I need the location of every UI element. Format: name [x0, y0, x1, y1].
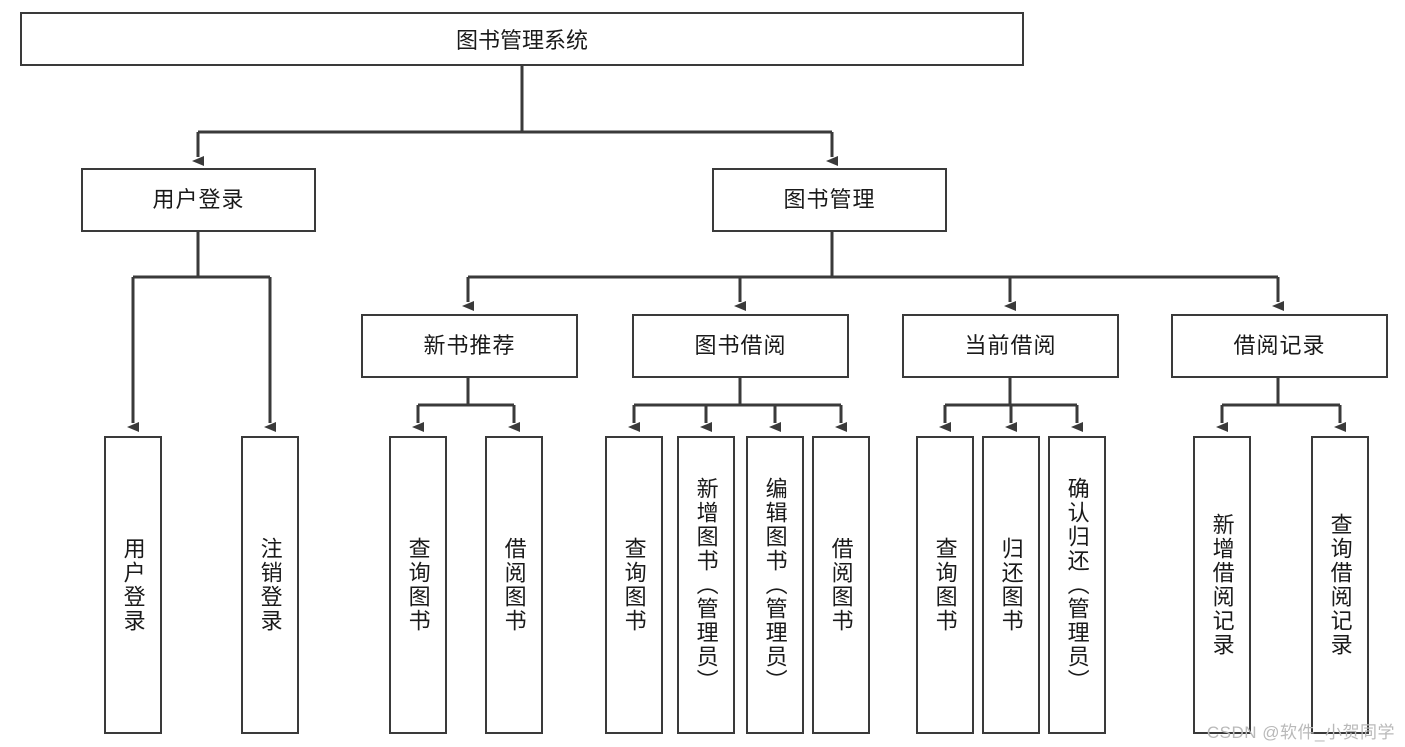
- node-label: 借阅图书: [828, 537, 854, 633]
- leaf-user-login[interactable]: 用户登录: [104, 436, 162, 734]
- node-label: 确认归还（管理员）: [1064, 477, 1090, 693]
- node-label: 新书推荐: [423, 332, 516, 358]
- node-borrow-record[interactable]: 借阅记录: [1171, 314, 1388, 378]
- node-label: 新增图书（管理员）: [693, 477, 719, 693]
- leaf-query-book-recommend[interactable]: 查询图书: [389, 436, 447, 734]
- node-label: 用户登录: [152, 186, 245, 212]
- node-new-book-recommend[interactable]: 新书推荐: [361, 314, 578, 378]
- node-user-login[interactable]: 用户登录: [81, 168, 316, 232]
- node-label: 查询图书: [405, 537, 431, 633]
- leaf-return-book[interactable]: 归还图书: [982, 436, 1040, 734]
- node-label: 借阅记录: [1233, 332, 1326, 358]
- node-label: 编辑图书（管理员）: [762, 477, 788, 693]
- leaf-borrow-book[interactable]: 借阅图书: [812, 436, 870, 734]
- node-book-borrow[interactable]: 图书借阅: [632, 314, 849, 378]
- leaf-query-borrow-record[interactable]: 查询借阅记录: [1311, 436, 1369, 734]
- node-label: 查询图书: [932, 537, 958, 633]
- node-label: 图书管理系统: [455, 28, 588, 53]
- node-label: 查询图书: [621, 537, 647, 633]
- leaf-edit-book-admin[interactable]: 编辑图书（管理员）: [746, 436, 804, 734]
- leaf-query-book-borrow[interactable]: 查询图书: [605, 436, 663, 734]
- node-label: 当前借阅: [964, 332, 1057, 358]
- leaf-add-book-admin[interactable]: 新增图书（管理员）: [677, 436, 735, 734]
- node-label: 归还图书: [998, 537, 1024, 633]
- node-label: 图书借阅: [694, 332, 787, 358]
- node-book-management[interactable]: 图书管理: [712, 168, 947, 232]
- node-label: 借阅图书: [501, 537, 527, 633]
- node-current-borrow[interactable]: 当前借阅: [902, 314, 1119, 378]
- leaf-logout-login[interactable]: 注销登录: [241, 436, 299, 734]
- node-label: 新增借阅记录: [1209, 513, 1235, 657]
- node-label: 注销登录: [257, 537, 283, 633]
- node-label: 用户登录: [120, 537, 146, 633]
- leaf-borrow-book-recommend[interactable]: 借阅图书: [485, 436, 543, 734]
- leaf-query-book-current[interactable]: 查询图书: [916, 436, 974, 734]
- watermark-csdn: CSDN @软件_小贺同学: [1206, 723, 1395, 742]
- node-root-system[interactable]: 图书管理系统: [20, 12, 1024, 66]
- leaf-confirm-return-admin[interactable]: 确认归还（管理员）: [1048, 436, 1106, 734]
- leaf-add-borrow-record[interactable]: 新增借阅记录: [1193, 436, 1251, 734]
- node-label: 查询借阅记录: [1327, 513, 1353, 657]
- node-label: 图书管理: [783, 186, 876, 212]
